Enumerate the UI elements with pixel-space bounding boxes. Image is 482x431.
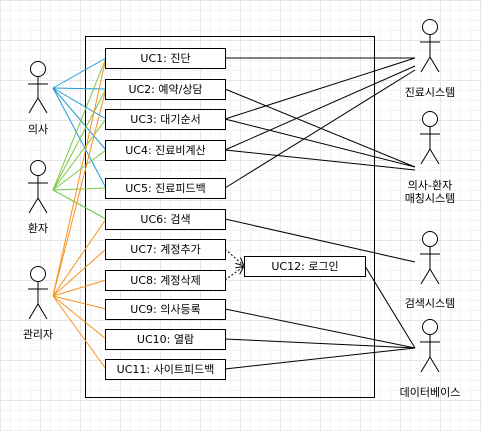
system-boundary <box>85 36 375 398</box>
uc8-uc12-dotted-arrow <box>224 267 243 281</box>
uc3-medical-line <box>224 57 416 120</box>
doctor-uc1-line <box>52 57 107 89</box>
admin-uc2-line <box>52 88 107 297</box>
uc12-box[interactable]: UC12: 로그인 <box>244 256 366 277</box>
uc7-uc12-dotted-arrow <box>224 248 243 265</box>
patient-actor-label: 환자 <box>27 222 49 235</box>
patient-uc1-line <box>52 57 107 191</box>
database-actor-figure <box>420 319 440 373</box>
admin-associations <box>52 57 107 370</box>
patient-uc5-line <box>52 187 107 191</box>
admin-uc7-line <box>52 248 107 297</box>
medical-system-actor-label: 진료시스템 <box>404 86 456 99</box>
actor-figures <box>28 19 440 373</box>
patient-uc3-line <box>52 118 107 191</box>
patient-uc6-line <box>52 189 107 220</box>
doctor-associations <box>52 57 107 189</box>
search-system-actor-figure <box>420 231 440 285</box>
doctor-uc2-line <box>52 87 107 90</box>
uc5-medical-line <box>224 69 416 189</box>
admin-uc9-line <box>52 295 107 310</box>
matching-system-actor-label-line1: 의사-환자 <box>407 179 453 192</box>
uc6-search-line <box>224 218 416 263</box>
admin-uc10-line <box>52 295 107 340</box>
search-system-actor-label: 검색시스템 <box>404 297 456 310</box>
doctor-actor-figure <box>28 61 48 114</box>
uc6-box[interactable]: UC6: 검색 <box>105 209 226 230</box>
medical-system-actor-figure <box>420 19 440 73</box>
database-actor-label: 데이터베이스 <box>399 386 461 399</box>
uc5-box[interactable]: UC5: 진료피드백 <box>105 178 226 199</box>
uc2-box[interactable]: UC2: 예약/상담 <box>105 79 226 100</box>
doctor-uc3-line <box>52 87 107 120</box>
matching-system-actor-label-line2: 매칭시스템 <box>404 192 456 205</box>
uc3-box[interactable]: UC3: 대기순서 <box>105 109 226 130</box>
patient-uc2-line <box>52 88 107 191</box>
uc11-database-line <box>224 347 416 370</box>
admin-uc6-line <box>52 218 107 297</box>
doctor-actor-label: 의사 <box>27 123 49 136</box>
uc3-matching-line <box>224 118 416 168</box>
uc4-box[interactable]: UC4: 진료비계산 <box>105 140 226 161</box>
matching-system-actor-figure <box>420 111 440 165</box>
uc1-box[interactable]: UC1: 진단 <box>105 48 226 69</box>
uc2-matching-line <box>224 88 416 168</box>
doctor-uc4-line <box>52 87 107 151</box>
uc9-database-line <box>224 308 416 349</box>
uc8-box[interactable]: UC8: 계정삭제 <box>105 270 226 291</box>
admin-uc1-line <box>52 57 107 297</box>
uc10-box[interactable]: UC10: 열람 <box>105 329 226 350</box>
admin-actor-label: 관리자 <box>22 328 54 341</box>
uc11-box[interactable]: UC11: 사이트피드백 <box>105 359 226 380</box>
patient-uc4-line <box>52 149 107 191</box>
patient-actor-figure <box>28 160 48 214</box>
doctor-uc5-line <box>52 87 107 189</box>
admin-uc8-line <box>52 279 107 297</box>
patient-associations <box>52 57 107 220</box>
uc4-matching-line <box>224 149 416 171</box>
uc4-medical-line <box>224 65 416 151</box>
admin-actor-figure <box>28 266 48 320</box>
admin-uc11-line <box>52 295 107 370</box>
uc7-box[interactable]: UC7: 계정추가 <box>105 239 226 260</box>
uc9-box[interactable]: UC9: 의사등록 <box>105 299 226 320</box>
system-associations <box>224 57 416 370</box>
uc10-database-line <box>224 338 416 349</box>
login-dependencies <box>224 248 243 281</box>
uc12-database-line <box>364 265 416 349</box>
